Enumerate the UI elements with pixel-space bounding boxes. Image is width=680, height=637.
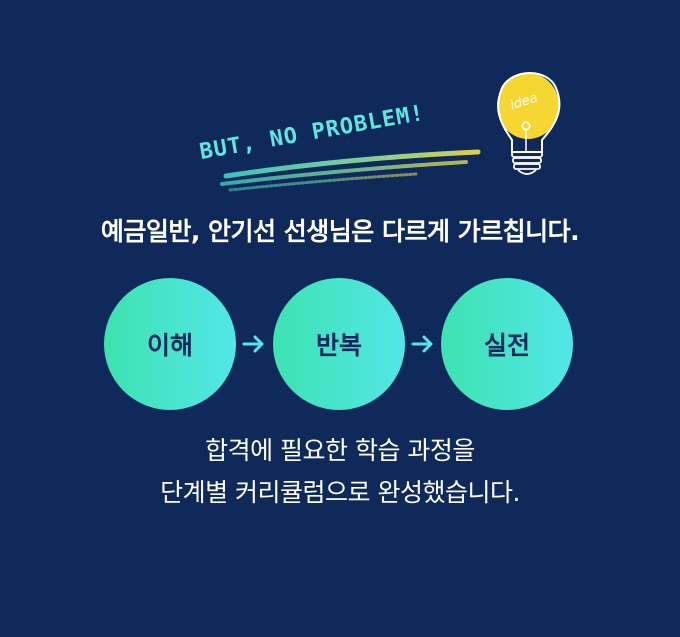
step-understanding: 이해 (104, 278, 236, 410)
step-practice: 실전 (441, 278, 573, 410)
arrow-right-icon (411, 335, 433, 353)
arrow-right-icon (242, 335, 264, 353)
description-line-2: 단계별 커리큘럼으로 완성했습니다. (160, 478, 520, 507)
lightbulb-icon: idea (497, 72, 561, 175)
step-label: 반복 (315, 331, 362, 360)
brush-stroke-decoration (220, 149, 481, 192)
description: 합격에 필요한 학습 과정을 단계별 커리큘럼으로 완성했습니다. (0, 430, 680, 514)
step-label: 실전 (483, 331, 530, 360)
description-line-1: 합격에 필요한 학습 과정을 (205, 436, 475, 465)
step-repetition: 반복 (273, 278, 405, 410)
steps-row: 이해 반복 실전 (0, 278, 680, 410)
step-label: 이해 (146, 331, 193, 360)
tagline: BUT, NO PROBLEM! (196, 101, 486, 198)
headline: 예금일반, 안기선 선생님은 다르게 가르칩니다. (100, 217, 580, 246)
